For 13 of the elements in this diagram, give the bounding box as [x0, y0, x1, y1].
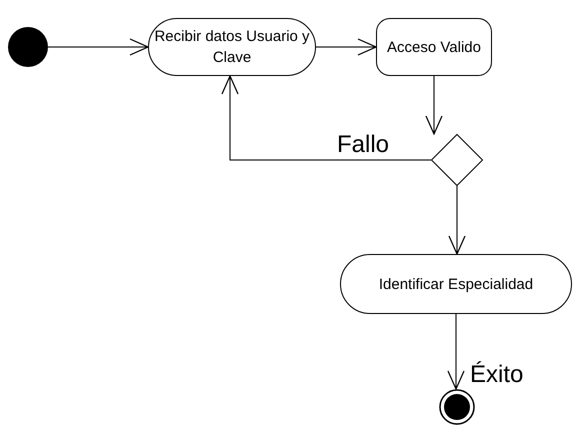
end-node — [439, 389, 475, 425]
arrow — [221, 75, 432, 160]
node-label: Recibir datos Usuario y Clave — [153, 27, 311, 68]
arrow — [425, 76, 443, 135]
node-label: Acceso Valido — [387, 38, 481, 58]
action-box — [376, 18, 492, 76]
decision-diamond — [431, 134, 483, 186]
start-node — [8, 27, 48, 67]
arrow — [448, 186, 466, 255]
arrow — [48, 38, 149, 56]
arrow — [316, 38, 377, 56]
node-label: Identificar Especialidad — [378, 274, 534, 294]
arrow — [447, 314, 465, 390]
